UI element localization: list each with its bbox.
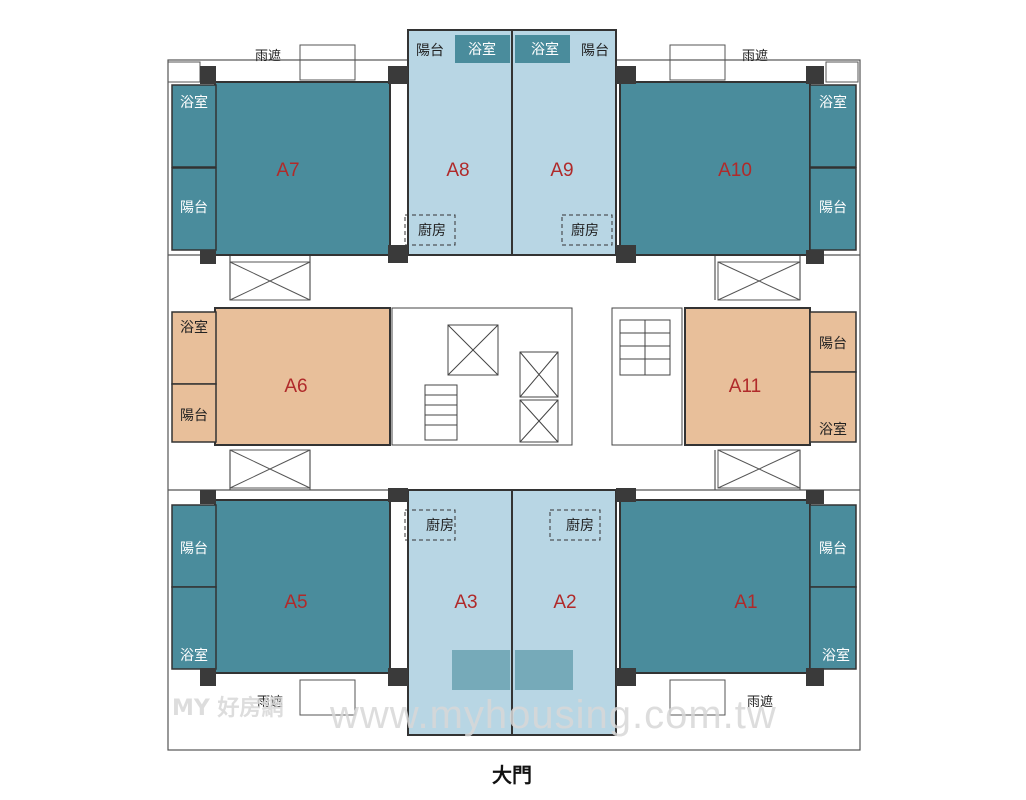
a3-kitchen-box [404,509,456,541]
a9-bathroom [515,35,570,63]
unit-a2-label: A2 [553,592,576,613]
unit-a11-area [684,307,811,446]
a10-balcony-label: 陽台 [819,200,847,216]
unit-a9-area [511,29,617,256]
a8-bathroom [455,35,510,63]
a6-balcony [171,383,217,443]
a2-kitchen-label: 廚房 [566,517,594,534]
a5-bathroom-label: 浴室 [180,647,208,664]
unit-a2-area [511,489,617,736]
a11-bathroom-label: 浴室 [819,421,847,438]
a9-balcony-label: 陽台 [581,43,609,59]
shafts [229,261,801,489]
canopy-label-bottom-right: 雨遮 [747,694,773,710]
a7-balcony [171,167,217,251]
unit-a3-label: A3 [454,592,477,613]
unit-a10-label: A10 [718,160,752,181]
a10-bathroom [809,84,857,168]
columns [200,66,824,686]
a5-balcony [171,504,217,588]
a9-bathroom-label: 浴室 [531,41,559,58]
a8-bathroom-label: 浴室 [468,41,496,58]
canopy-label-bottom-left: 雨遮 [257,694,283,710]
a8-kitchen-box [404,214,456,246]
unit-a11-label: A11 [729,376,761,397]
a11-bathroom [809,371,857,443]
a8-balcony-label: 陽台 [416,43,444,59]
unit-a7-label: A7 [276,160,299,181]
canopy-label-top-right: 雨遮 [742,48,768,64]
a6-bathroom [171,311,217,385]
a1-balcony-label: 陽台 [819,541,847,557]
a11-balcony-label: 陽台 [819,336,847,352]
a10-balcony [809,167,857,251]
a1-bathroom [809,586,857,670]
unit-a1-area [619,499,811,674]
a7-balcony-label: 陽台 [180,200,208,216]
a9-kitchen-label: 廚房 [571,222,599,239]
unit-a7-area [214,81,391,256]
a1-bathroom-label: 浴室 [822,647,850,664]
core-stairs-elevators [391,307,683,446]
unit-a9-label: A9 [550,160,573,181]
a7-bathroom-label: 浴室 [180,94,208,111]
unit-a5-label: A5 [284,592,307,613]
a11-balcony [809,311,857,373]
a6-balcony-label: 陽台 [180,408,208,424]
unit-a6-label: A6 [284,376,307,397]
entrance-label: 大門 [492,763,532,787]
canopy-label-top-left: 雨遮 [255,48,281,64]
watermark-url: www.myhousing.com.tw [329,693,777,737]
unit-a8-label: A8 [446,160,469,181]
a2-kitchen-box [549,509,601,541]
a10-bathroom-label: 浴室 [819,94,847,111]
a1-balcony [809,504,857,588]
a7-bathroom [171,84,217,168]
a3-bathroom [452,650,510,690]
watermark-logo: MY 好房網 [172,695,283,721]
a9-kitchen-box [561,214,613,246]
a8-kitchen-label: 廚房 [418,222,446,239]
unit-a3-area [407,489,513,736]
unit-a5-area [214,499,391,674]
a6-bathroom-label: 浴室 [180,319,208,336]
unit-a10-area [619,81,811,256]
a5-bathroom [171,586,217,670]
unit-a6-area [214,307,391,446]
a2-bathroom [515,650,573,690]
unit-a1-label: A1 [734,592,757,613]
a5-balcony-label: 陽台 [180,541,208,557]
unit-a8-area [407,29,513,256]
a3-kitchen-label: 廚房 [426,517,454,534]
